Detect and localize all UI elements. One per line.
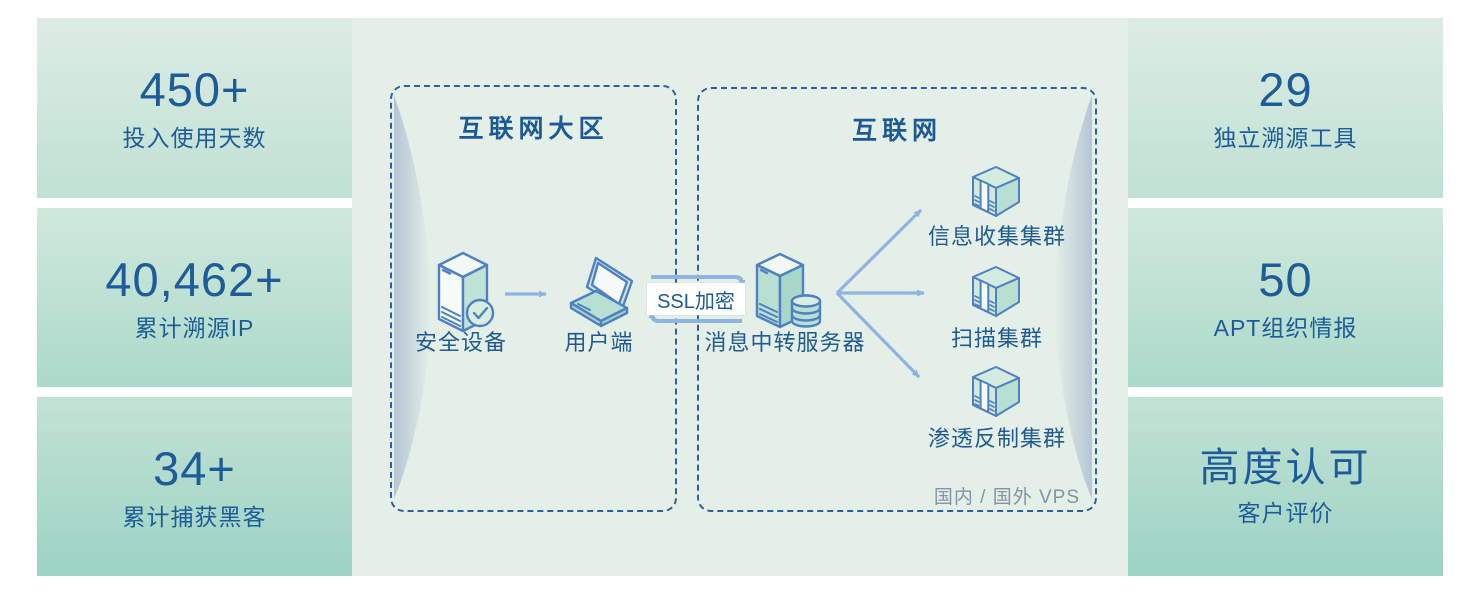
- stat-label: 独立溯源工具: [1213, 125, 1358, 151]
- ssl-encryption-badge: SSL加密: [647, 283, 745, 315]
- stat-tile-apt-intel: 50 APT组织情报: [1128, 208, 1443, 387]
- stat-label: 客户评价: [1237, 500, 1334, 526]
- stat-value: 34+: [153, 441, 236, 495]
- stat-label: 投入使用天数: [122, 125, 267, 151]
- stat-tile-customer-rating: 高度认可 客户评价: [1128, 397, 1443, 576]
- stat-tile-captured-hackers: 34+ 累计捕获黑客: [37, 397, 352, 576]
- cluster-icon-penetration-counter: [972, 366, 1020, 417]
- relay-server-label: 消息中转服务器: [704, 330, 866, 355]
- ssl-encryption-label: SSL加密: [657, 290, 735, 313]
- cluster-label-penetration-counter: 渗透反制集群: [927, 426, 1066, 451]
- stat-value: 450+: [139, 63, 250, 116]
- stat-label: APT组织情报: [1213, 314, 1358, 341]
- security-device-label: 安全设备: [414, 330, 507, 355]
- stat-tile-traced-ips: 40,462+ 累计溯源IP: [37, 208, 352, 387]
- cluster-icon-info-collection: [972, 166, 1020, 217]
- cluster-label-scanning: 扫描集群: [950, 326, 1043, 351]
- stat-value: 29: [1258, 63, 1313, 116]
- stat-label: 累计捕获黑客: [122, 503, 267, 530]
- stat-value: 50: [1258, 252, 1313, 306]
- relay-server-icon: [755, 252, 822, 329]
- stat-tile-trace-tools: 29 独立溯源工具: [1128, 18, 1443, 198]
- stat-value: 40,462+: [105, 252, 284, 306]
- cluster-label-info-collection: 信息收集集群: [927, 224, 1066, 249]
- zone-title: 互联网: [851, 117, 942, 145]
- vps-note: 国内 / 国外 VPS: [933, 487, 1080, 508]
- stat-tile-days-in-use: 450+ 投入使用天数: [37, 18, 352, 198]
- client-laptop-icon: [569, 256, 634, 328]
- client-label: 用户端: [564, 330, 634, 355]
- cluster-icon-scanning: [972, 266, 1020, 317]
- stat-label: 累计溯源IP: [134, 314, 255, 341]
- security-device-icon: [437, 251, 495, 333]
- stat-value: 高度认可: [1199, 446, 1372, 490]
- zone-title: 互联网大区: [458, 115, 609, 143]
